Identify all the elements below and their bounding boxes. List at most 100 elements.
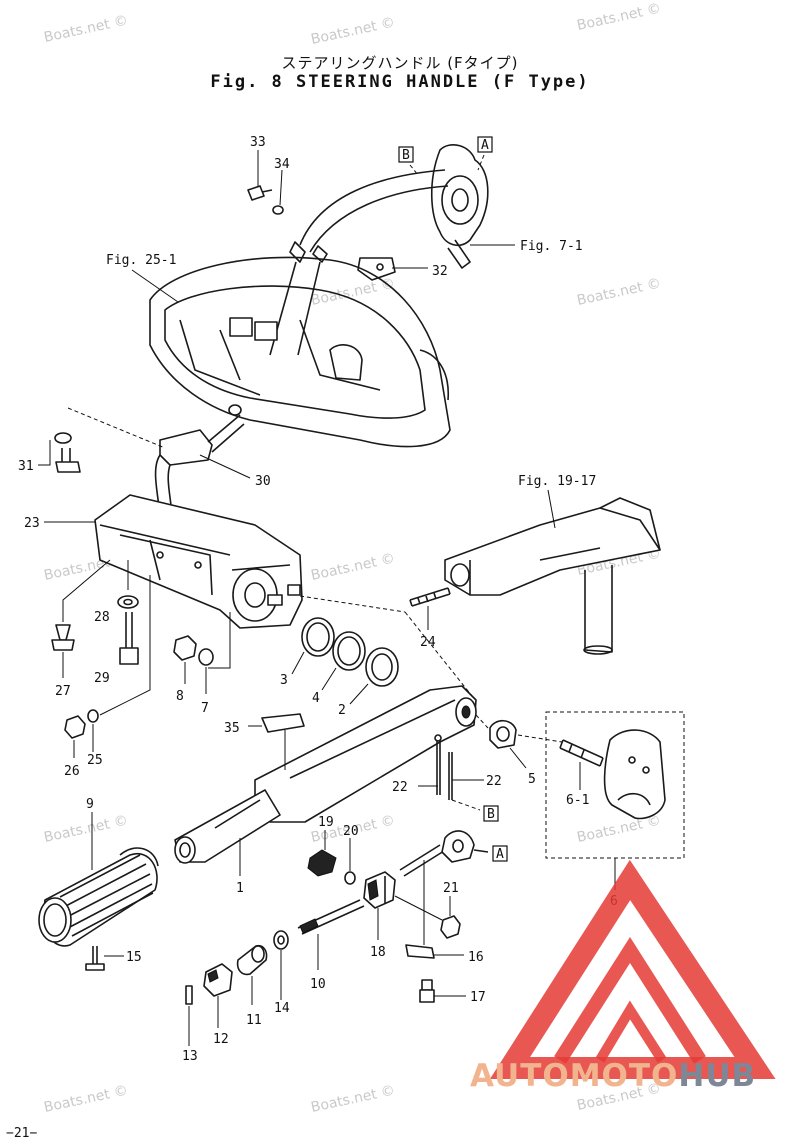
- callout-23: 23: [24, 516, 40, 531]
- callout-21: 21: [443, 881, 459, 896]
- callout-14: 14: [274, 1001, 290, 1016]
- callout-30: 30: [255, 474, 271, 489]
- swivel-bracket: [444, 497, 661, 655]
- callout-12: 12: [213, 1032, 229, 1047]
- logo-text-automoto: AUTOMOTO: [470, 1058, 679, 1094]
- automotohub-logo-text: AUTOMOTOHUB: [470, 1058, 800, 1094]
- sleeve-11: [236, 944, 268, 976]
- figref-19-17: Fig. 19-17: [518, 474, 596, 489]
- reference-box-a: [477, 136, 493, 153]
- callout-17: 17: [470, 990, 486, 1005]
- callout-20: 20: [343, 824, 359, 839]
- callout-26: 26: [64, 764, 80, 779]
- callout-7: 7: [201, 701, 209, 716]
- callout-34: 34: [274, 157, 290, 172]
- reference-box-a: [492, 845, 508, 862]
- callout-22a: 22: [392, 780, 408, 795]
- knob-19: [307, 849, 337, 877]
- figure-title-en: Fig. 8 STEERING HANDLE (F Type): [210, 72, 590, 92]
- bolt-31: [55, 448, 81, 473]
- callout-19: 19: [318, 815, 334, 830]
- clip-27: [51, 624, 75, 651]
- callout-28: 28: [94, 610, 110, 625]
- rod-10: [297, 899, 365, 935]
- ref-a-bottom: A: [496, 847, 504, 862]
- callout-6-1: 6-1: [566, 793, 589, 808]
- plate-16: [405, 944, 435, 959]
- callout-4: 4: [312, 691, 320, 706]
- watermark: Boats.net ©: [43, 813, 130, 846]
- nut-21: [440, 915, 461, 939]
- callout-3: 3: [280, 673, 288, 688]
- steering-handle-arm-1: [174, 685, 477, 864]
- link-30: [154, 414, 245, 521]
- callout-33: 33: [250, 135, 266, 150]
- throttle-joint: [399, 830, 489, 877]
- automotohub-logo-mark: [489, 859, 776, 1079]
- engine-bottom-cowling: [149, 256, 451, 448]
- callout-2: 2: [338, 703, 346, 718]
- grip-9: [38, 847, 159, 947]
- callout-1: 1: [236, 881, 244, 896]
- reference-box-b: [398, 146, 414, 163]
- callout-32: 32: [432, 264, 448, 279]
- callout-27: 27: [55, 684, 71, 699]
- figref-25-1: Fig. 25-1: [106, 253, 176, 268]
- plate-35: [261, 713, 305, 733]
- page-number: −21−: [6, 1126, 38, 1141]
- figure-title-jp: ステアリングハンドル (Fタイプ): [281, 54, 519, 72]
- watermark: Boats.net ©: [310, 551, 397, 584]
- callout-22b: 22: [486, 774, 502, 789]
- clamp-18: [363, 871, 396, 909]
- callout-35: 35: [224, 721, 240, 736]
- screw-15: [85, 946, 105, 971]
- pin-6-1: [559, 739, 604, 767]
- logo-text-hub: HUB: [678, 1058, 757, 1094]
- collar-14: [273, 930, 289, 950]
- stud-24: [409, 587, 451, 607]
- callout-15: 15: [126, 950, 142, 965]
- washer-25: [87, 709, 99, 723]
- pin-13: [185, 985, 193, 1005]
- ref-a-top: A: [481, 138, 489, 153]
- watermark: Boats.net ©: [576, 1, 663, 34]
- callout-18: 18: [370, 945, 386, 960]
- control-box-linkage: [269, 144, 489, 356]
- callout-11: 11: [246, 1013, 262, 1028]
- callout-24: 24: [420, 635, 436, 650]
- screw-17: [419, 979, 435, 1003]
- watermark: Boats.net ©: [43, 13, 130, 46]
- holder-12: [203, 963, 233, 997]
- washer-7: [198, 648, 214, 666]
- nut-26: [64, 715, 86, 739]
- reference-box-b: [483, 805, 499, 822]
- callout-8: 8: [176, 689, 184, 704]
- nut-8: [173, 635, 197, 661]
- lever-6: [603, 729, 666, 820]
- ring-2: [365, 647, 399, 687]
- ref-b-bottom: B: [487, 807, 495, 822]
- watermark: Boats.net ©: [43, 1083, 130, 1116]
- callout-10: 10: [310, 977, 326, 992]
- bolt-33: [247, 185, 273, 201]
- washer-20: [344, 871, 356, 885]
- watermark: Boats.net ©: [310, 1083, 397, 1116]
- callout-5: 5: [528, 772, 536, 787]
- callout-labels: 33 34 32 30 31 23 28 29 27 8 7 26 25 3 4…: [18, 135, 618, 1064]
- washer-31: [54, 432, 72, 444]
- callout-13: 13: [182, 1049, 198, 1064]
- callout-25: 25: [87, 753, 103, 768]
- steering-bracket-23: [94, 494, 303, 629]
- washer-28: [117, 595, 139, 609]
- nut-5: [489, 719, 517, 749]
- callout-31: 31: [18, 459, 34, 474]
- callout-9: 9: [86, 797, 94, 812]
- watermark: Boats.net ©: [310, 15, 397, 48]
- cable-22: [434, 734, 453, 800]
- ref-b-top: B: [402, 148, 410, 163]
- watermark: Boats.net ©: [576, 276, 663, 309]
- bolt-29: [119, 612, 139, 665]
- callout-29: 29: [94, 671, 110, 686]
